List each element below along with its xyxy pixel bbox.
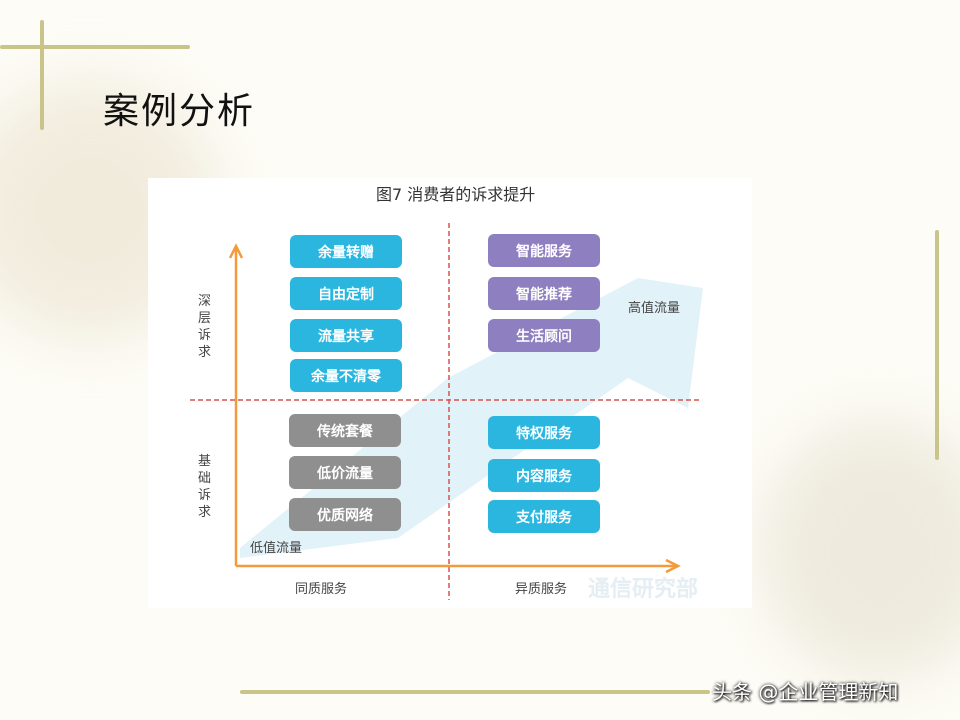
arrow-label-start: 低值流量 [250, 541, 303, 556]
box-top-left: 余量转赠 [290, 235, 402, 268]
slide-title: 案例分析 [103, 91, 256, 132]
vine-decoration [935, 230, 939, 460]
box-bottom-right: 支付服务 [488, 500, 600, 533]
figure-title: 图7 消费者的诉求提升 [376, 185, 536, 204]
box-bottom-left: 优质网络 [289, 498, 401, 531]
box-bottom-right: 内容服务 [488, 459, 600, 492]
vine-decoration [240, 690, 710, 694]
box-bottom-left: 低价流量 [289, 456, 401, 489]
watermark: 通信研究部 [588, 577, 699, 602]
box-top-right: 智能服务 [488, 234, 600, 267]
box-bottom-left: 传统套餐 [289, 414, 401, 447]
box-top-left: 流量共享 [290, 319, 402, 352]
vine-decoration [40, 20, 44, 130]
y-axis-arrowhead [228, 243, 244, 259]
vine-decoration [0, 45, 190, 49]
box-top-right: 智能推荐 [488, 277, 600, 310]
figure-graphics [190, 223, 703, 600]
box-top-right: 生活顾问 [488, 319, 600, 352]
background-decoration [760, 420, 960, 680]
box-bottom-right: 特权服务 [488, 416, 600, 449]
figure-panel: 图7 消费者的诉求提升 通信研究部 深层诉求 基础诉求 同质服务 异质服务 低值… [148, 178, 752, 608]
y-label-top: 深层诉求 [198, 294, 212, 360]
arrow-label-end: 高值流量 [628, 301, 681, 316]
box-top-left: 自由定制 [290, 277, 402, 310]
footer-attribution: 头条 @企业管理新知 [712, 680, 899, 704]
x-axis-arrowhead [665, 558, 681, 574]
x-label-right: 异质服务 [515, 582, 568, 597]
y-label-bottom: 基础诉求 [198, 454, 212, 520]
box-top-left: 余量不清零 [290, 359, 402, 392]
x-label-left: 同质服务 [295, 582, 348, 597]
